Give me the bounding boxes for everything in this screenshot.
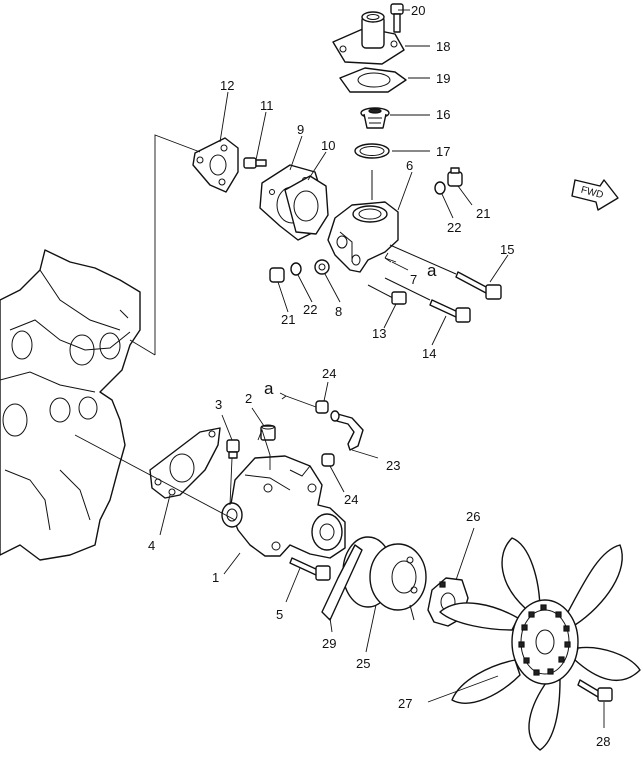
callout-26: 26	[466, 509, 480, 524]
part-5-bolt	[289, 557, 331, 581]
callout-3: 3	[215, 397, 222, 412]
callout-24-bottom: 24	[344, 492, 358, 507]
part-3-plug	[226, 439, 240, 459]
callout-25: 25	[356, 656, 370, 671]
leader-lines	[74, 9, 605, 728]
callout-29: 29	[322, 636, 336, 651]
part-24-clamp-bottom	[321, 453, 335, 467]
callout-6: 6	[406, 158, 413, 173]
callout-15: 15	[500, 242, 514, 257]
callout-10: 10	[321, 138, 335, 153]
part-13-bolt	[367, 284, 407, 305]
part-17-o-ring	[354, 143, 390, 159]
callout-7: 7	[410, 272, 417, 287]
part-6-thermostat-housing	[327, 170, 399, 273]
part-21-plug-left	[269, 267, 285, 283]
callout-2: 2	[245, 391, 252, 406]
callout-27: 27	[398, 696, 412, 711]
part-19-gasket	[339, 67, 407, 93]
part-16-thermostat	[360, 107, 390, 129]
callout-21-right: 21	[476, 206, 490, 221]
part-15-bolt	[389, 244, 502, 300]
callout-18: 18	[436, 39, 450, 54]
engine-block	[0, 249, 141, 561]
callout-23: 23	[386, 458, 400, 473]
part-24-clamp-top	[315, 400, 329, 414]
callout-11: 11	[260, 98, 274, 113]
callout-20: 20	[411, 3, 425, 18]
callout-16: 16	[436, 107, 450, 122]
callout-9: 9	[297, 122, 304, 137]
part-27-fan	[439, 537, 641, 751]
part-1-water-pump	[221, 455, 346, 559]
part-10-gasket	[284, 175, 329, 235]
callout-13: 13	[372, 326, 386, 341]
callout-19: 19	[436, 71, 450, 86]
fwd-direction-arrow: FWD	[571, 179, 619, 211]
part-4-gasket	[149, 427, 221, 499]
part-11-bolt	[243, 157, 267, 169]
part-28-bolt	[577, 679, 613, 702]
callout-8: 8	[335, 304, 342, 319]
callout-22-left: 22	[303, 302, 317, 317]
callout-12: 12	[220, 78, 234, 93]
marker-a-top: a	[427, 261, 437, 280]
callout-28: 28	[596, 734, 610, 749]
part-23-hose	[330, 410, 364, 451]
callout-14: 14	[422, 346, 436, 361]
callout-22-right: 22	[447, 220, 461, 235]
marker-a-bottom: a	[264, 379, 274, 398]
part-18-thermostat-cover	[332, 11, 405, 65]
callout-17: 17	[436, 144, 450, 159]
part-22-washer-left	[290, 262, 302, 276]
callout-21-left: 21	[281, 312, 295, 327]
callout-4: 4	[148, 538, 155, 553]
part-8-fitting	[314, 259, 330, 275]
part-12-gasket	[192, 137, 239, 193]
part-20-bolt	[390, 3, 404, 33]
callout-24-top: 24	[322, 366, 336, 381]
callout-5: 5	[276, 607, 283, 622]
part-22-washer-right	[434, 181, 446, 195]
part-14-bolt	[384, 277, 471, 323]
part-21-plug-right	[447, 167, 463, 187]
callout-1: 1	[212, 570, 219, 585]
callout-numbers: 20 18 19 16 17 12 11 9 10 6 21 22 15 a 7…	[148, 3, 610, 749]
